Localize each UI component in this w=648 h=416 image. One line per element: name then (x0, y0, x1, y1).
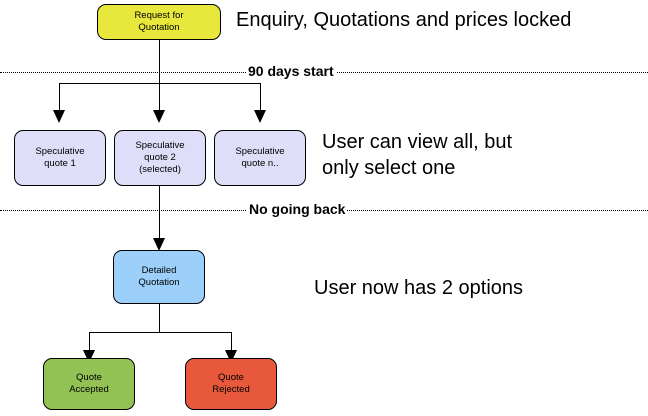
connector-detailed-fork-bar (89, 332, 231, 333)
node-quote-rejected[interactable]: Quote Rejected (185, 358, 277, 410)
node-detailed-quotation[interactable]: Detailed Quotation (113, 250, 205, 304)
connector-rfq-trunk (159, 40, 160, 83)
connector-to-rejected (231, 332, 232, 350)
node-speculative-quote-1[interactable]: Speculative quote 1 (14, 130, 106, 186)
node-speculative-quote-2[interactable]: Speculative quote 2 (selected) (114, 130, 206, 186)
node-request-for-quotation[interactable]: Request for Quotation (97, 4, 221, 40)
annotation-stage-2: User can view all, but only select one (322, 131, 513, 179)
connector-to-accepted (89, 332, 90, 350)
connector-rfq-distribution-bar (59, 83, 261, 84)
arrowhead-quoten (254, 110, 266, 123)
connector-rfq-to-quote1 (59, 83, 60, 110)
connector-detailed-trunk (159, 304, 160, 332)
annotation-stage-1: Enquiry, Quotations and prices locked (236, 9, 572, 31)
arrowhead-quote1 (53, 110, 65, 123)
divider-label-no-going-back: No going back (247, 201, 348, 217)
connector-rfq-to-quote2 (159, 83, 160, 110)
arrowhead-quote2 (153, 110, 165, 123)
node-speculative-quote-n[interactable]: Speculative quote n.. (214, 130, 306, 186)
node-quote-accepted[interactable]: Quote Accepted (43, 358, 135, 410)
arrowhead-detailed-quotation (153, 238, 165, 251)
connector-rfq-to-quoten (260, 83, 261, 110)
divider-label-90-days-start: 90 days start (246, 63, 336, 79)
connector-quote2-to-detailed (159, 186, 160, 238)
annotation-stage-3: User now has 2 options (314, 277, 524, 299)
